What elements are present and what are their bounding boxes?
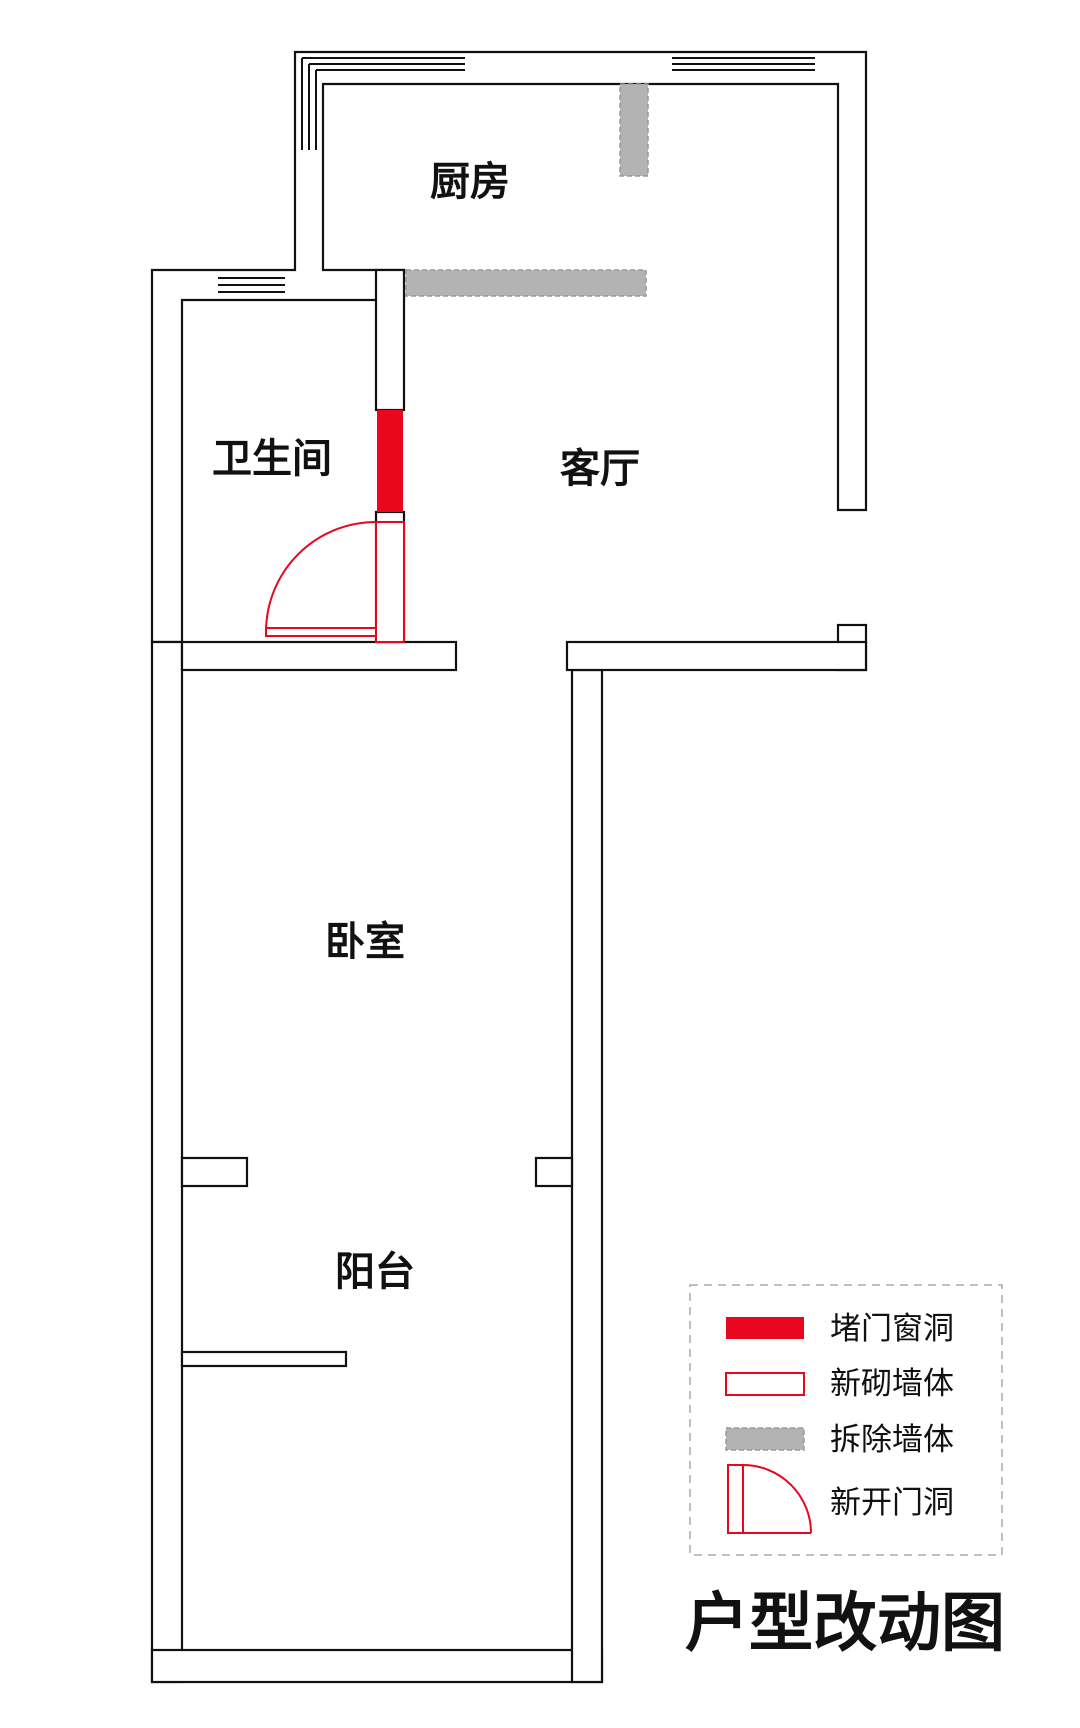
room-label-living-room: 客厅: [560, 446, 640, 492]
diagram-title: 户型改动图: [685, 1587, 1005, 1661]
legend-swatch-blocked: [726, 1317, 804, 1339]
bottom-wall: [150, 1648, 604, 1684]
right-bedroom-wall: [570, 668, 604, 1684]
window-bathroom: [218, 277, 285, 293]
room-label-bedroom: 卧室: [325, 919, 405, 965]
blocked-opening: [377, 410, 403, 512]
room-label-bathroom: 卫生间: [212, 436, 332, 482]
balcony-stub-right: [534, 1156, 574, 1188]
window-kitchen-left: [301, 57, 465, 150]
legend-swatch-new-door: [727, 1464, 812, 1534]
room-label-kitchen: 厨房: [430, 159, 510, 205]
window-kitchen-right: [672, 57, 815, 71]
new-door-bathroom: [265, 521, 377, 637]
exterior-wall: [150, 50, 868, 644]
bathroom-bedroom-wall: [180, 640, 458, 672]
removed-wall-vertical: [619, 83, 649, 177]
legend-swatch-new-wall: [725, 1372, 805, 1396]
room-label-balcony: 阳台: [335, 1249, 415, 1295]
legend-label-blocked: 堵门窗洞: [830, 1311, 954, 1347]
balcony-partition: [180, 1350, 348, 1368]
left-wall: [150, 640, 184, 1684]
new-wall-segment: [375, 521, 405, 643]
legend-swatch-removed: [725, 1427, 805, 1451]
living-room-lower-wall-right: [565, 640, 868, 672]
legend-box: [689, 1284, 1003, 1556]
bathroom-right-wall: [374, 268, 406, 412]
balcony-stub-left: [180, 1156, 249, 1188]
legend-label-new-wall: 新砌墙体: [830, 1366, 954, 1402]
legend-label-removed: 拆除墙体: [830, 1422, 954, 1458]
legend-label-new-door: 新开门洞: [830, 1485, 954, 1521]
removed-wall-horizontal: [405, 269, 647, 297]
